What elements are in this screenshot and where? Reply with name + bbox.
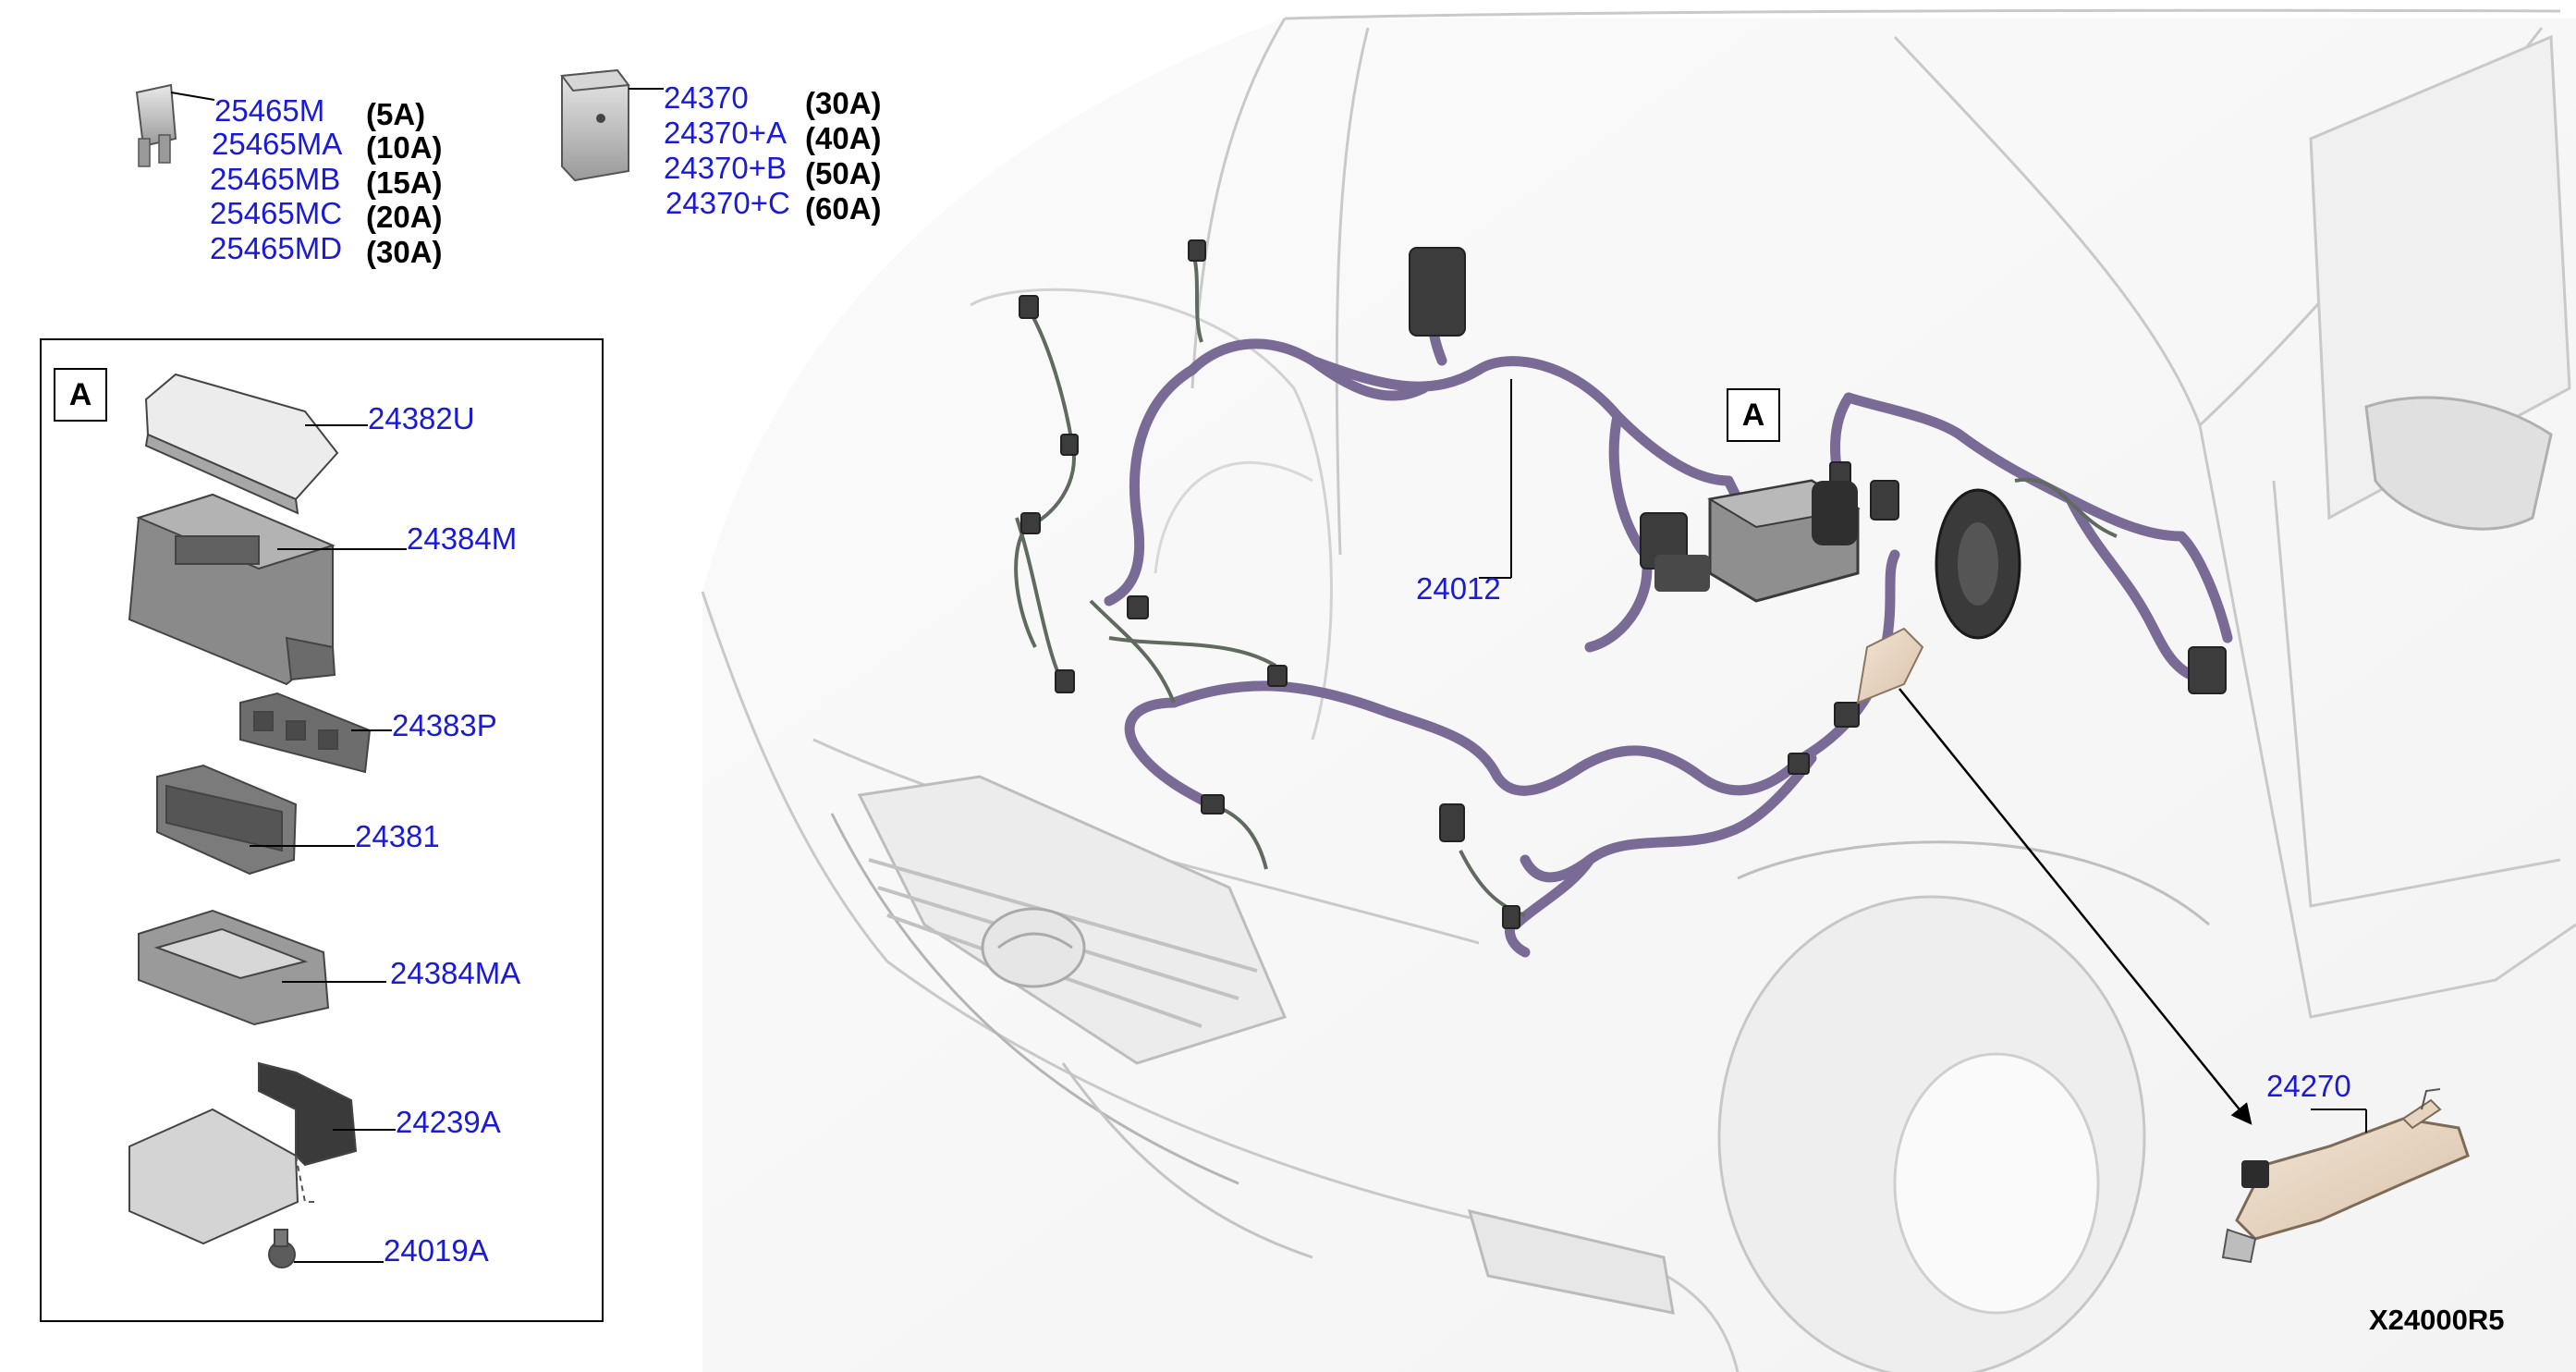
inset-part-label-5: 24384MA: [390, 956, 521, 990]
fuse-code-2: 25465MA: [212, 127, 343, 161]
engine-room-harness: [1104, 253, 2233, 958]
vehicle-ghost: [701, 8, 2576, 1372]
harness-connectors: [1019, 239, 2227, 929]
blade-fuse-drawing: [135, 83, 215, 167]
fuse-code-5: 25465MD: [210, 231, 343, 265]
detail-arrow: [1898, 688, 2252, 1125]
inset-part-label-2: 24384M: [407, 521, 518, 556]
inset-part-label-7: 24019A: [384, 1233, 489, 1268]
inset-frame: [40, 338, 604, 1322]
diagram-code: X24000R5: [2369, 1304, 2505, 1336]
cartridge-rating-4: (60A): [805, 191, 882, 226]
inset-marker: A: [54, 368, 107, 422]
cartridge-rating-1: (30A): [805, 86, 882, 120]
inset-part-label-3: 24383P: [392, 708, 497, 742]
inset-part-label-4: 24381: [355, 819, 440, 853]
fuse-rating-1: (5A): [366, 97, 426, 131]
fuse-rating-5: (30A): [366, 235, 443, 269]
vehicle-fuse-box: [1654, 479, 1861, 603]
fuse-rating-4: (20A): [366, 200, 443, 234]
sub-harness-label: 24270: [2266, 1069, 2351, 1103]
fuse-code-4: 25465MC: [210, 196, 343, 230]
cartridge-fuse-drawing: [560, 68, 664, 182]
horn: [1935, 488, 2021, 640]
cartridge-rating-2: (40A): [805, 121, 882, 155]
fuse-code-1: 25465M: [214, 93, 325, 128]
fuse-rating-3: (15A): [366, 165, 443, 200]
harness-label: 24012: [1416, 571, 1501, 606]
inset-parts-drawing: [128, 373, 407, 1268]
cartridge-code-1: 24370: [664, 80, 749, 115]
inset-part-label-6: 24239A: [396, 1105, 501, 1139]
fuse-rating-2: (10A): [366, 130, 443, 165]
vehicle-marker: A: [1727, 388, 1780, 442]
fuse-code-3: 25465MB: [210, 162, 341, 196]
cartridge-rating-3: (50A): [805, 156, 882, 190]
cartridge-code-4: 24370+C: [665, 186, 790, 220]
cartridge-code-2: 24370+A: [664, 116, 787, 150]
sub-harness-mounted: [1856, 627, 1924, 704]
part-24270-drawing: [2221, 1088, 2470, 1264]
inset-part-label-1: 24382U: [368, 401, 475, 435]
cartridge-code-3: 24370+B: [664, 151, 787, 185]
